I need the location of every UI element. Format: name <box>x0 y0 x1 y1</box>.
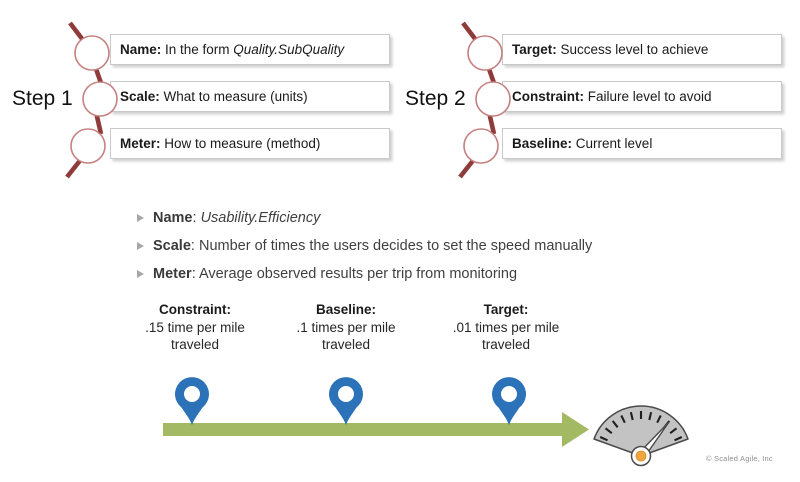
bullet-text: Meter: Average observed results per trip… <box>153 266 517 282</box>
map-pin-icon <box>329 377 363 425</box>
definition-text: Success level to achieve <box>556 42 709 57</box>
definition-box-scale: Scale: What to measure (units) <box>110 81 390 112</box>
example-bullet-list: Name: Usability.Efficiency Scale: Number… <box>137 204 592 288</box>
bullet-text: Name: Usability.Efficiency <box>153 210 320 226</box>
bullet-term: Meter <box>153 266 192 282</box>
bullet-plain: Number of times the users decides to set… <box>198 238 593 254</box>
definition-term: Meter: <box>120 136 161 151</box>
step2-label: Step 2 <box>405 87 466 110</box>
definition-term: Constraint: <box>512 89 584 104</box>
definition-box-constraint: Constraint: Failure level to avoid <box>502 81 782 112</box>
chain-circles <box>463 35 511 164</box>
milestone-value: .1 times per mile <box>296 319 396 335</box>
milestone-constraint: Constraint: .15 time per mile traveled <box>120 301 270 354</box>
milestone-baseline: Baseline: .1 times per mile traveled <box>271 301 421 354</box>
timeline-arrow-icon <box>163 377 589 447</box>
chain-circles <box>70 35 118 164</box>
bullet-italic: Usability.Efficiency <box>200 210 321 226</box>
arrow-shaft <box>163 423 562 436</box>
map-pin-icon <box>175 377 209 425</box>
map-pin-icon <box>492 377 526 425</box>
definition-text: Failure level to avoid <box>584 89 712 104</box>
bullet-term: Scale <box>153 238 191 254</box>
milestone-label: Constraint: <box>159 302 231 317</box>
speedometer-icon <box>593 405 689 467</box>
example-bullet-name: Name: Usability.Efficiency <box>137 204 592 232</box>
copyright-text: © Scaled Agile, Inc <box>706 454 773 463</box>
milestone-unit: traveled <box>321 337 371 352</box>
chain-link-icon <box>65 21 118 179</box>
definition-text: How to measure (method) <box>160 136 321 151</box>
chain-link-icon <box>458 21 511 179</box>
definition-term: Scale: <box>120 89 160 104</box>
definition-text: In the form <box>161 42 234 57</box>
step1-label: Step 1 <box>12 87 73 110</box>
bullet-sep: : <box>191 266 199 282</box>
definition-term: Target: <box>512 42 557 57</box>
definition-box-baseline: Baseline: Current level <box>502 128 782 159</box>
triangle-bullet-icon <box>137 214 144 222</box>
definition-text: Current level <box>572 136 653 151</box>
definition-box-target: Target: Success level to achieve <box>502 34 782 65</box>
milestone-value: .15 time per mile <box>145 319 245 335</box>
bullet-term: Name <box>153 210 193 226</box>
milestone-unit: traveled <box>170 337 220 352</box>
definition-italic: Quality.SubQuality <box>233 42 345 57</box>
definition-term: Name: <box>120 42 162 57</box>
example-bullet-meter: Meter: Average observed results per trip… <box>137 260 592 288</box>
triangle-bullet-icon <box>137 270 144 278</box>
definition-box-meter: Meter: How to measure (method) <box>110 128 390 159</box>
milestone-target: Target: .01 times per mile traveled <box>431 301 581 354</box>
arrow-head <box>562 412 589 447</box>
definition-text: What to measure (units) <box>159 89 308 104</box>
example-bullet-scale: Scale: Number of times the users decides… <box>137 232 592 260</box>
milestone-value: .01 times per mile <box>452 319 560 335</box>
definition-term: Baseline: <box>512 136 573 151</box>
triangle-bullet-icon <box>137 242 144 250</box>
bullet-sep: : <box>192 210 201 226</box>
milestone-label: Target: <box>483 302 529 317</box>
definition-box-name: Name: In the form Quality.SubQuality <box>110 34 390 65</box>
milestone-label: Baseline: <box>315 302 377 317</box>
bullet-sep: : <box>190 238 199 254</box>
bullet-plain: Average observed results per trip from m… <box>198 266 518 282</box>
gauge-pivot-dot <box>635 450 647 462</box>
gauge-dial <box>593 405 689 457</box>
milestone-unit: traveled <box>481 337 531 352</box>
bullet-text: Scale: Number of times the users decides… <box>153 238 592 254</box>
